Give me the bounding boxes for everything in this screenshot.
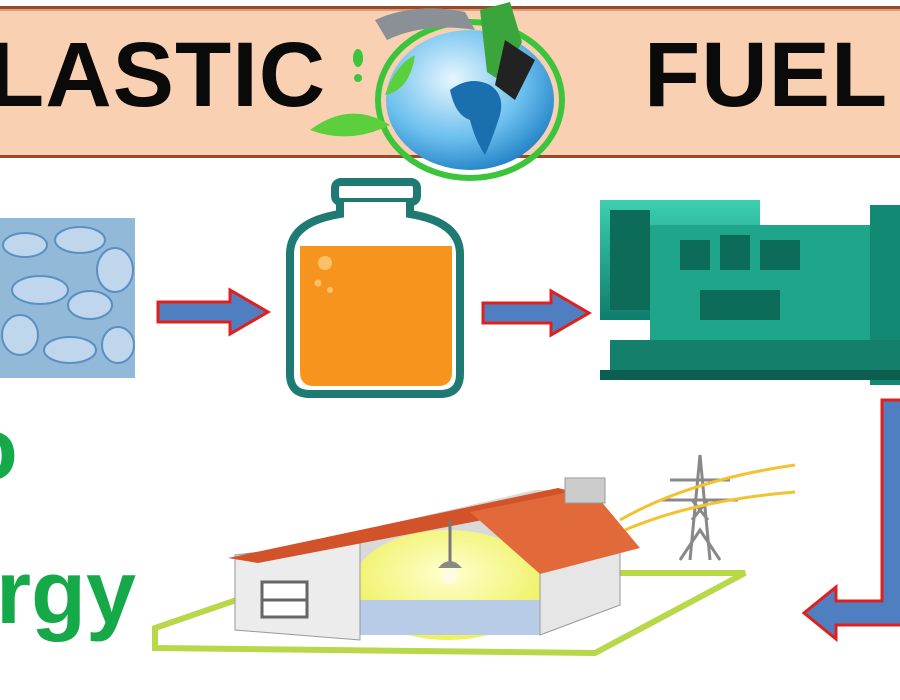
title-left-word: LASTIC <box>0 24 327 126</box>
house-icon <box>152 477 747 657</box>
arrow-right-2 <box>481 288 592 338</box>
fuel-jar-icon <box>286 178 464 398</box>
power-tower-icon <box>619 454 796 561</box>
side-text-line1: o <box>0 405 18 493</box>
plastic-bottles-image <box>0 218 135 378</box>
arrow-down-left <box>801 398 900 643</box>
generator-icon <box>600 200 900 385</box>
side-text-line2: rgy <box>0 543 137 643</box>
globe-fuel-pump-icon <box>310 2 565 181</box>
title-right-word: FUEL <box>644 24 889 126</box>
arrow-right-1 <box>156 287 271 337</box>
